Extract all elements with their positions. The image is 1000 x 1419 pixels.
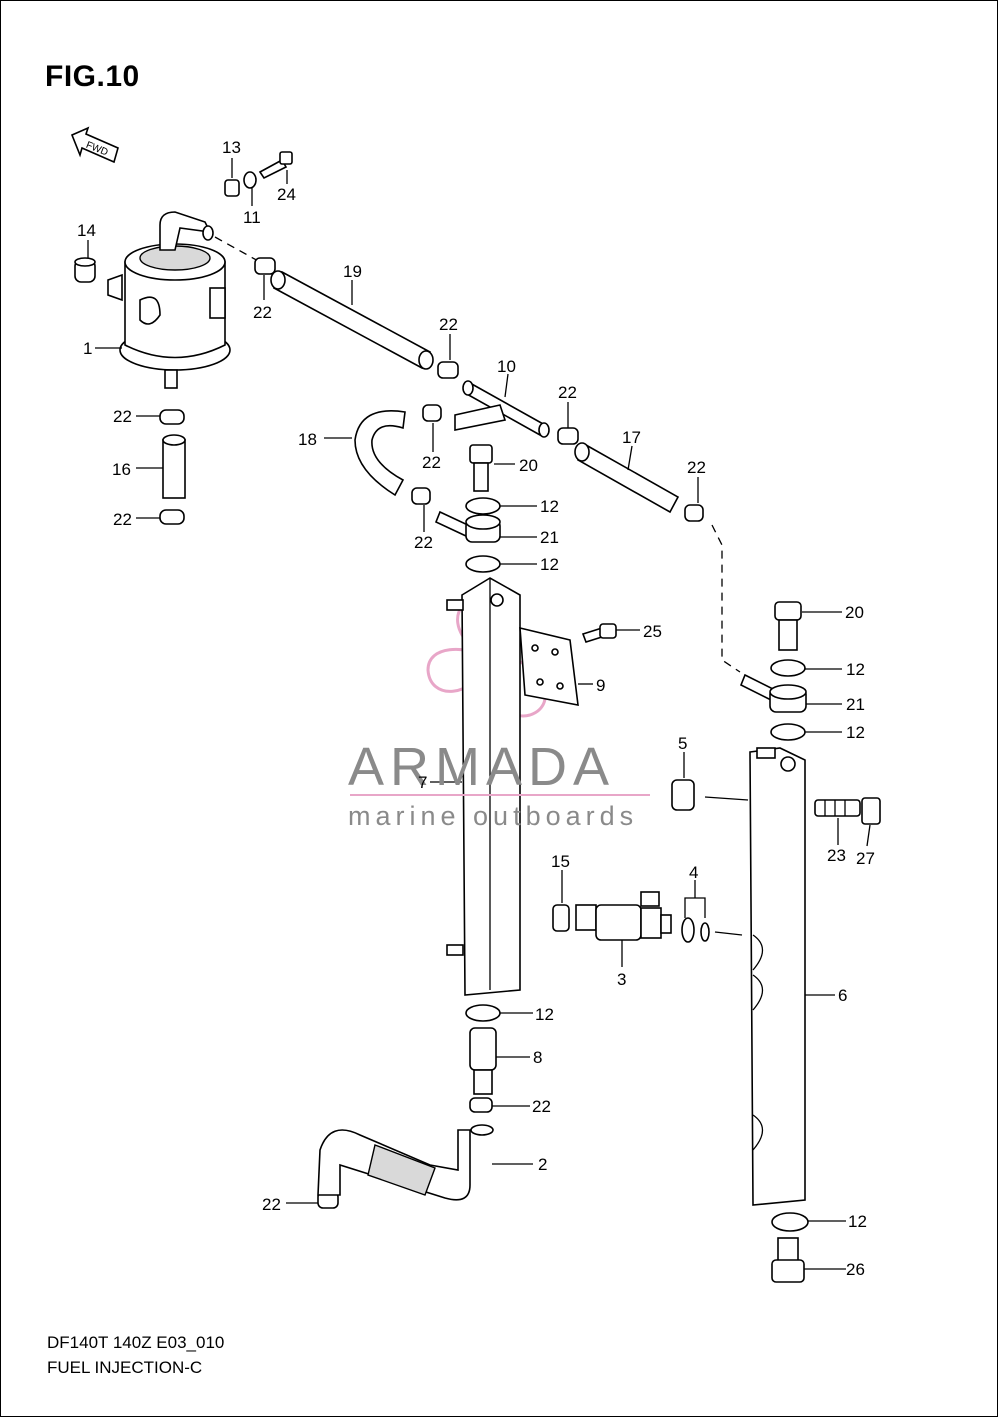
part-12-gasket-left-b [465, 555, 501, 573]
callout-9: 9 [596, 676, 605, 695]
callout-7: 7 [418, 773, 427, 792]
callout-22-d: 22 [113, 510, 132, 529]
part-20-banjo-bolt-left [469, 444, 493, 492]
callout-26: 26 [846, 1260, 865, 1279]
callout-22-j: 22 [262, 1195, 281, 1214]
part-23-bolt [814, 799, 861, 817]
callout-22-f: 22 [414, 533, 433, 552]
callout-14: 14 [77, 221, 96, 240]
callout-12-f: 12 [848, 1212, 867, 1231]
part-18-hose [354, 410, 406, 497]
part-3-injector [575, 891, 672, 941]
part-16-hose [162, 434, 186, 499]
callout-3: 3 [617, 970, 626, 989]
callout-22-h: 22 [687, 458, 706, 477]
callout-27: 27 [856, 849, 875, 868]
callout-12-c: 12 [846, 660, 865, 679]
callout-8: 8 [533, 1048, 542, 1067]
callout-20-a: 20 [519, 456, 538, 475]
callout-12-e: 12 [535, 1005, 554, 1024]
callout-11: 11 [243, 208, 261, 227]
watermark-brand: ARMADA [348, 737, 615, 797]
leader-lines [87, 158, 871, 1270]
part-25-bolt [581, 623, 617, 643]
callout-23: 23 [827, 846, 846, 865]
part-8-fitting [469, 1027, 497, 1095]
part-11-washer [243, 171, 257, 189]
part-7-fuel-rail [446, 577, 521, 996]
part-21-banjo-left [434, 510, 501, 543]
callout-18: 18 [298, 430, 317, 449]
part-26-bolt [771, 1237, 805, 1283]
callout-20-b: 20 [845, 603, 864, 622]
callout-22-c: 22 [113, 407, 132, 426]
callout-12-a: 12 [540, 497, 559, 516]
callout-13: 13 [222, 138, 241, 157]
callout-22-b: 22 [439, 315, 458, 334]
callout-15: 15 [551, 852, 570, 871]
callout-16: 16 [112, 460, 131, 479]
part-12-gasket-right-c [771, 1212, 809, 1232]
section-name: FUEL INJECTION-C [47, 1358, 203, 1377]
callout-4: 4 [689, 863, 698, 882]
part-24-bolt [258, 151, 293, 180]
callout-labels: 1 2 3 4 5 6 7 8 9 10 11 12 12 12 12 12 1… [77, 138, 875, 1279]
callout-2: 2 [538, 1155, 547, 1174]
figure-title: FIG.10 [45, 60, 140, 93]
part-12-gasket-left-a [465, 497, 501, 515]
callout-12-d: 12 [846, 723, 865, 742]
callout-10: 10 [497, 357, 516, 376]
watermark-tagline: marine outboards [348, 801, 638, 831]
callout-1: 1 [83, 339, 92, 358]
callout-19: 19 [343, 262, 362, 281]
part-10-pipe [454, 380, 550, 438]
clamp-icons [159, 257, 704, 1209]
callout-24: 24 [277, 185, 296, 204]
part-15-seal [552, 904, 570, 932]
callout-22-a: 22 [253, 303, 272, 322]
part-4-o-rings [681, 917, 710, 943]
part-5-cap [671, 779, 695, 811]
part-20-banjo-bolt-right [774, 601, 802, 651]
fwd-arrow-icon: FWD [70, 126, 119, 164]
callout-25: 25 [643, 622, 662, 641]
model-code: DF140T 140Z E03_010 [47, 1333, 225, 1352]
part-6-fuel-rail [749, 747, 806, 1206]
callout-22-i: 22 [532, 1097, 551, 1116]
part-27-nut [861, 797, 881, 825]
part-13-collar [224, 179, 240, 197]
callout-17: 17 [622, 428, 641, 447]
part-1-fuel-filter [107, 211, 231, 389]
part-19-hose [270, 270, 434, 370]
part-17-hose [574, 442, 680, 514]
part-12-gasket-left-c [465, 1004, 501, 1022]
callout-22-e: 22 [422, 453, 441, 472]
part-12-gasket-right-a [770, 659, 806, 677]
callout-6: 6 [838, 986, 847, 1005]
callout-12-b: 12 [540, 555, 559, 574]
part-2-hose [317, 1124, 494, 1201]
part-21-banjo-right [739, 673, 807, 713]
callout-22-g: 22 [558, 383, 577, 402]
callout-5: 5 [678, 734, 687, 753]
part-9-bracket [519, 626, 579, 706]
callout-21-b: 21 [846, 695, 865, 714]
callout-21-a: 21 [540, 528, 559, 547]
part-12-gasket-right-b [770, 723, 806, 741]
part-14-grommet [74, 257, 96, 283]
